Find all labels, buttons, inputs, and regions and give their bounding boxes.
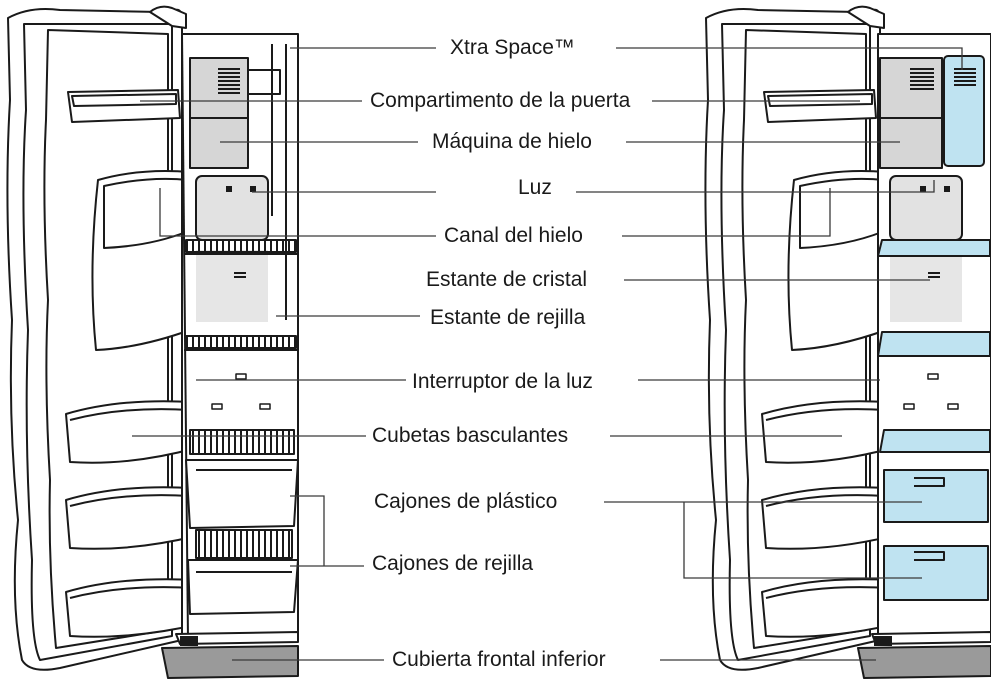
left-door-compartment — [67, 89, 181, 123]
leader-xtra-space — [290, 47, 963, 70]
label-plastic-drawers: Cajones de plástico — [374, 490, 558, 513]
left-light-switch — [235, 373, 247, 380]
left-freezer — [6, 5, 299, 679]
left-wire-shelf-1 — [184, 239, 298, 255]
label-ice-chute: Canal del hielo — [444, 224, 583, 247]
label-glass-shelf: Estante de cristal — [426, 268, 588, 291]
label-door-compartment: Compartimento de la puerta — [370, 89, 631, 112]
right-ice-maker — [879, 57, 943, 169]
label-wire-shelf: Estante de rejilla — [430, 306, 586, 329]
right-glass-shelf-1 — [877, 239, 991, 257]
left-wire-drawer-2 — [187, 529, 299, 615]
left-lower-front-cover — [161, 631, 299, 679]
right-plastic-drawer-1 — [883, 469, 989, 523]
label-light: Luz — [518, 176, 552, 199]
right-plastic-drawer-2 — [883, 545, 989, 601]
left-door-bin-2 — [65, 486, 197, 550]
left-door-bin-1 — [65, 400, 197, 464]
right-door-bin-1 — [761, 400, 893, 464]
label-ice-maker: Máquina de hielo — [432, 130, 592, 153]
left-ice-bin — [195, 175, 269, 322]
leader-plastic-drawers — [604, 501, 922, 579]
right-door-bin-2 — [761, 486, 893, 550]
right-door-compartment — [763, 89, 877, 123]
left-ice-maker — [189, 57, 281, 169]
right-xtra-space — [943, 55, 985, 167]
right-freezer — [704, 5, 991, 679]
leader-ice-chute — [159, 188, 831, 237]
label-tilt-bins: Cubetas basculantes — [372, 424, 569, 447]
right-lower-front-cover — [857, 631, 991, 679]
left-door-hinge — [149, 5, 187, 29]
leader-lines — [132, 47, 963, 661]
label-light-switch: Interruptor de la luz — [412, 370, 593, 393]
left-wire-drawer-1 — [185, 429, 299, 529]
left-wire-shelf-2 — [184, 335, 298, 351]
label-xtra-space: Xtra Space™ — [450, 36, 575, 59]
right-glass-shelf-3 — [879, 429, 991, 453]
leader-wire-drawers — [290, 495, 364, 567]
label-lower-front-cover: Cubierta frontal inferior — [392, 648, 606, 671]
right-glass-shelf-2 — [877, 331, 991, 357]
right-door-bin-3 — [761, 578, 897, 638]
right-door-hinge — [847, 5, 885, 29]
leader-light — [252, 180, 935, 193]
label-wire-drawers: Cajones de rejilla — [372, 552, 534, 575]
right-light-switch — [927, 373, 939, 380]
left-door-bin-3 — [65, 578, 201, 638]
